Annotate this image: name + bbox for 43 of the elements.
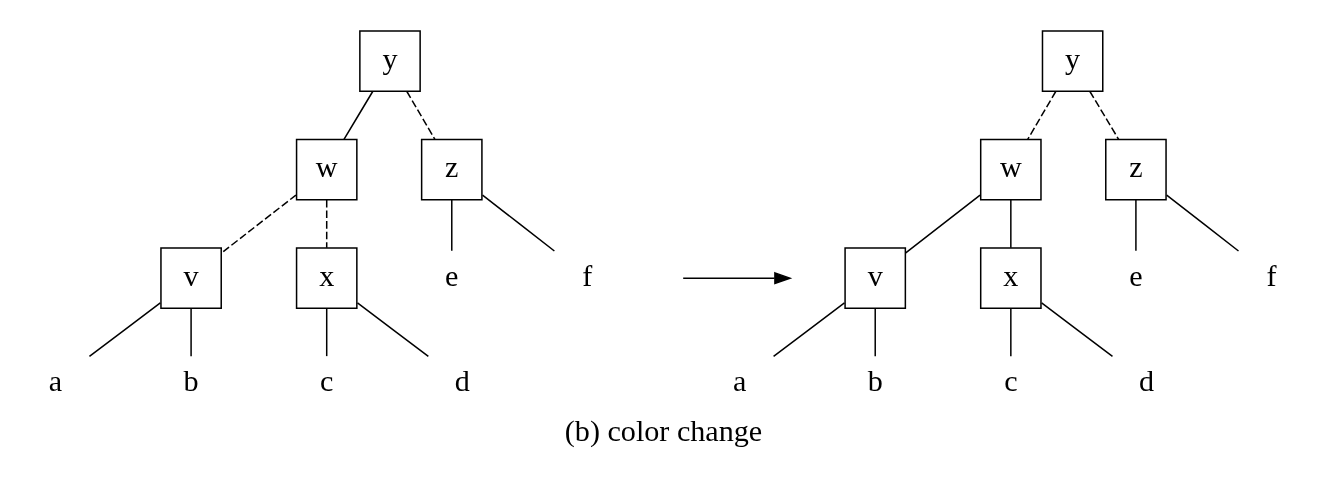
connector (220, 193, 297, 254)
node-text: a (48, 363, 63, 398)
node-box: w (979, 138, 1042, 201)
node-box: x (295, 246, 358, 309)
node-text: d (454, 363, 470, 398)
connector (406, 90, 436, 140)
connector (874, 307, 876, 357)
connector (451, 198, 453, 251)
node-text: d (1138, 363, 1154, 398)
node-text: c (320, 363, 334, 398)
node-text: b (867, 363, 883, 398)
node-box: x (979, 246, 1042, 309)
connector (1040, 301, 1114, 357)
node-text: e (445, 258, 459, 293)
node-box: y (359, 29, 421, 92)
connector (343, 90, 374, 140)
connector (1010, 307, 1012, 357)
node-text: e (1129, 258, 1143, 293)
connector (88, 301, 162, 357)
connector (356, 301, 430, 357)
caption: (b) color change (564, 413, 763, 448)
connector (325, 198, 328, 249)
node-box: z (420, 138, 483, 201)
connector (1089, 90, 1120, 140)
connector (190, 307, 192, 357)
node-text: c (1004, 363, 1018, 398)
connector (481, 193, 556, 252)
connector (1026, 90, 1057, 140)
node-box: z (1105, 138, 1167, 201)
node-box: y (1041, 29, 1104, 92)
connector (772, 301, 846, 357)
node-box: v (844, 246, 907, 309)
connector (1165, 193, 1240, 252)
node-text: f (582, 258, 593, 293)
connector (904, 193, 981, 254)
node-text: f (1266, 258, 1277, 293)
connector (325, 307, 328, 357)
connector (1010, 198, 1012, 249)
connector (1135, 198, 1137, 251)
node-text: a (732, 363, 747, 398)
node-text: b (183, 363, 199, 398)
node-box: w (295, 138, 358, 201)
node-box: v (160, 246, 222, 309)
